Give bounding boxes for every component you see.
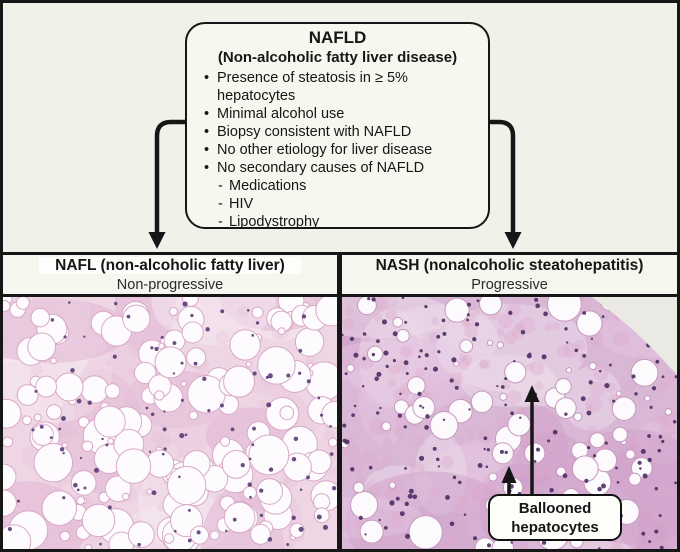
criteria-item: • Minimal alcohol use <box>204 105 480 123</box>
secondary-cause-item: -Medications <box>218 177 480 195</box>
criteria-text: No other etiology for liver disease <box>217 142 433 158</box>
criteria-text: Presence of steatosis in ≥ 5% hepatocyte… <box>217 70 408 104</box>
branch-arrow-right-head <box>504 232 522 249</box>
bullet-marker: • <box>204 142 210 158</box>
branch-arrow-left-head <box>148 232 166 249</box>
criteria-item: • No other etiology for liver disease <box>204 141 480 159</box>
nafl-histology-image <box>3 297 337 549</box>
dash-marker: - <box>218 214 223 230</box>
panels-section: NAFL (non-alcoholic fatty liver) Non-pro… <box>3 252 677 549</box>
secondary-cause-item: -Lipodystrophy <box>218 213 480 231</box>
nafl-header: NAFL (non-alcoholic fatty liver) Non-pro… <box>3 255 337 297</box>
branch-arrow-left <box>154 119 187 233</box>
criteria-item: • Presence of steatosis in ≥ 5% hepatocyt… <box>204 69 480 105</box>
criteria-item: • No secondary causes of NAFLD <box>204 159 480 177</box>
criteria-item: • Biopsy consistent with NAFLD <box>204 123 480 141</box>
secondary-cause-item: -HIV <box>218 195 480 213</box>
ballooned-hepatocytes-callout: Ballooned hepatocytes <box>488 494 622 541</box>
secondary-cause-text: Lipodystrophy <box>229 214 320 230</box>
bullet-marker: • <box>204 70 210 86</box>
ballooned-hepatocyte-arrows <box>501 385 540 495</box>
nash-panel-subtitle: Progressive <box>471 277 548 293</box>
bullet-marker: • <box>204 124 210 140</box>
bullet-marker: • <box>204 160 210 176</box>
nafld-definition-box: NAFLD (Non-alcoholic fatty liver disease… <box>185 22 490 231</box>
branch-arrows <box>148 119 522 249</box>
nafld-title: NAFLD <box>308 28 367 47</box>
nafld-subtitle: (Non-alcoholic fatty liver disease) <box>217 49 458 66</box>
criteria-text: Biopsy consistent with NAFLD <box>217 124 412 140</box>
nash-panel-title: NASH (nonalcoholic steatohepatitis) <box>375 257 644 274</box>
branch-arrow-right <box>488 119 516 233</box>
flowchart-section: NAFLD (Non-alcoholic fatty liver disease… <box>3 3 677 252</box>
short-arrow-head <box>501 466 517 483</box>
nafl-panel: NAFL (non-alcoholic fatty liver) Non-pro… <box>3 255 337 549</box>
secondary-cause-text: HIV <box>229 196 254 212</box>
dash-marker: - <box>218 178 223 194</box>
secondary-cause-text: Medications <box>229 178 307 194</box>
nafld-criteria-list: • Presence of steatosis in ≥ 5% hepatocyt… <box>187 69 488 231</box>
criteria-text: No secondary causes of NAFLD <box>217 160 425 176</box>
nash-panel: NASH (nonalcoholic steatohepatitis) Prog… <box>342 255 677 549</box>
nash-histology-image: Ballooned hepatocytes <box>342 297 677 549</box>
dash-marker: - <box>218 196 223 212</box>
panel-divider <box>337 255 342 549</box>
nafl-panel-title: NAFL (non-alcoholic fatty liver) <box>3 256 337 276</box>
bullet-marker: • <box>204 106 210 122</box>
nash-header: NASH (nonalcoholic steatohepatitis) Prog… <box>342 255 677 297</box>
long-arrow-head <box>524 385 540 402</box>
nafl-panel-subtitle: Non-progressive <box>116 277 224 293</box>
criteria-text: Minimal alcohol use <box>217 106 345 122</box>
